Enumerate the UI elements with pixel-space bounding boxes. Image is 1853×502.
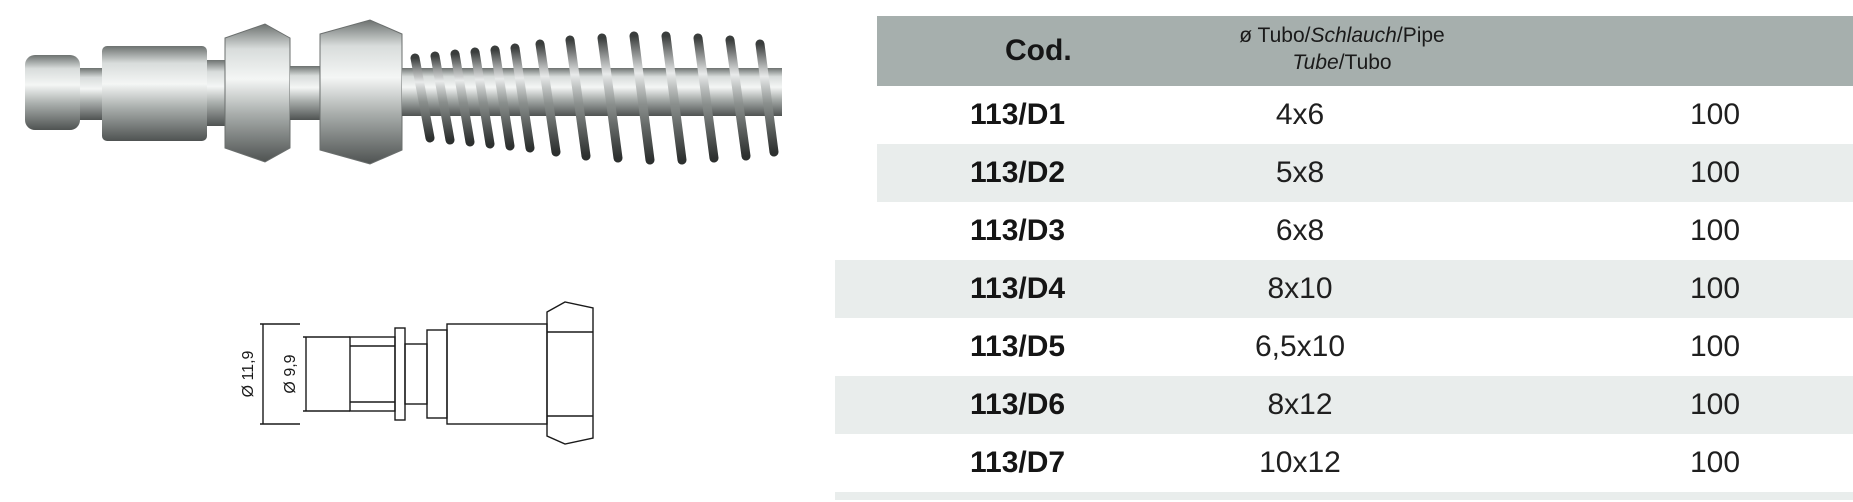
dimension-outer: Ø 11,9 — [240, 350, 257, 397]
row-quantity: 100 — [1689, 156, 1741, 189]
row-quantity: 100 — [1689, 330, 1741, 363]
row-code: 113/D5 — [970, 330, 1066, 363]
row-tube-size: 4x6 — [1275, 98, 1325, 131]
product-photo — [10, 10, 800, 190]
row-code: 113/D6 — [970, 388, 1066, 421]
row-quantity: 100 — [1689, 446, 1741, 479]
header-code: Cod. — [1005, 34, 1072, 67]
row-tube-size: 10x12 — [1259, 446, 1341, 479]
row-code: 113/D4 — [970, 272, 1066, 305]
table-row: 113/D4 8x10 100 — [835, 260, 1853, 318]
row-tube-size: 5x8 — [1275, 156, 1325, 189]
row-tube-size: 8x10 — [1267, 272, 1333, 305]
table-row-edge — [835, 492, 1853, 500]
table-row: 113/D2 5x8 100 — [877, 144, 1853, 202]
table-row: 113/D1 4x6 100 — [835, 86, 1853, 144]
row-tube-size: 8x12 — [1267, 388, 1333, 421]
row-quantity: 100 — [1689, 272, 1741, 305]
header-tube-diameter: ø Tubo/Schlauch/Pipe Tube/Tubo — [1239, 24, 1445, 74]
technical-drawing: Ø 11,9 Ø 9,9 — [225, 300, 615, 445]
table-row: 113/D3 6x8 100 — [835, 202, 1853, 260]
table-row: 113/D7 10x12 100 — [835, 434, 1853, 492]
table-row: 113/D6 8x12 100 — [835, 376, 1853, 434]
row-code: 113/D7 — [970, 446, 1066, 479]
row-code: 113/D2 — [970, 156, 1066, 189]
table-row: 113/D5 6,5x10 100 — [835, 318, 1853, 376]
row-code: 113/D1 — [970, 98, 1066, 131]
row-quantity: 100 — [1689, 214, 1741, 247]
row-quantity: 100 — [1689, 98, 1741, 131]
table-header: Cod. ø Tubo/Schlauch/Pipe Tube/Tubo — [877, 16, 1853, 86]
row-code: 113/D3 — [970, 214, 1066, 247]
row-tube-size: 6x8 — [1275, 214, 1325, 247]
row-tube-size: 6,5x10 — [1254, 330, 1346, 363]
row-quantity: 100 — [1689, 388, 1741, 421]
dimension-inner: Ø 9,9 — [282, 354, 299, 393]
product-table: Cod. ø Tubo/Schlauch/Pipe Tube/Tubo 113/… — [835, 16, 1853, 500]
